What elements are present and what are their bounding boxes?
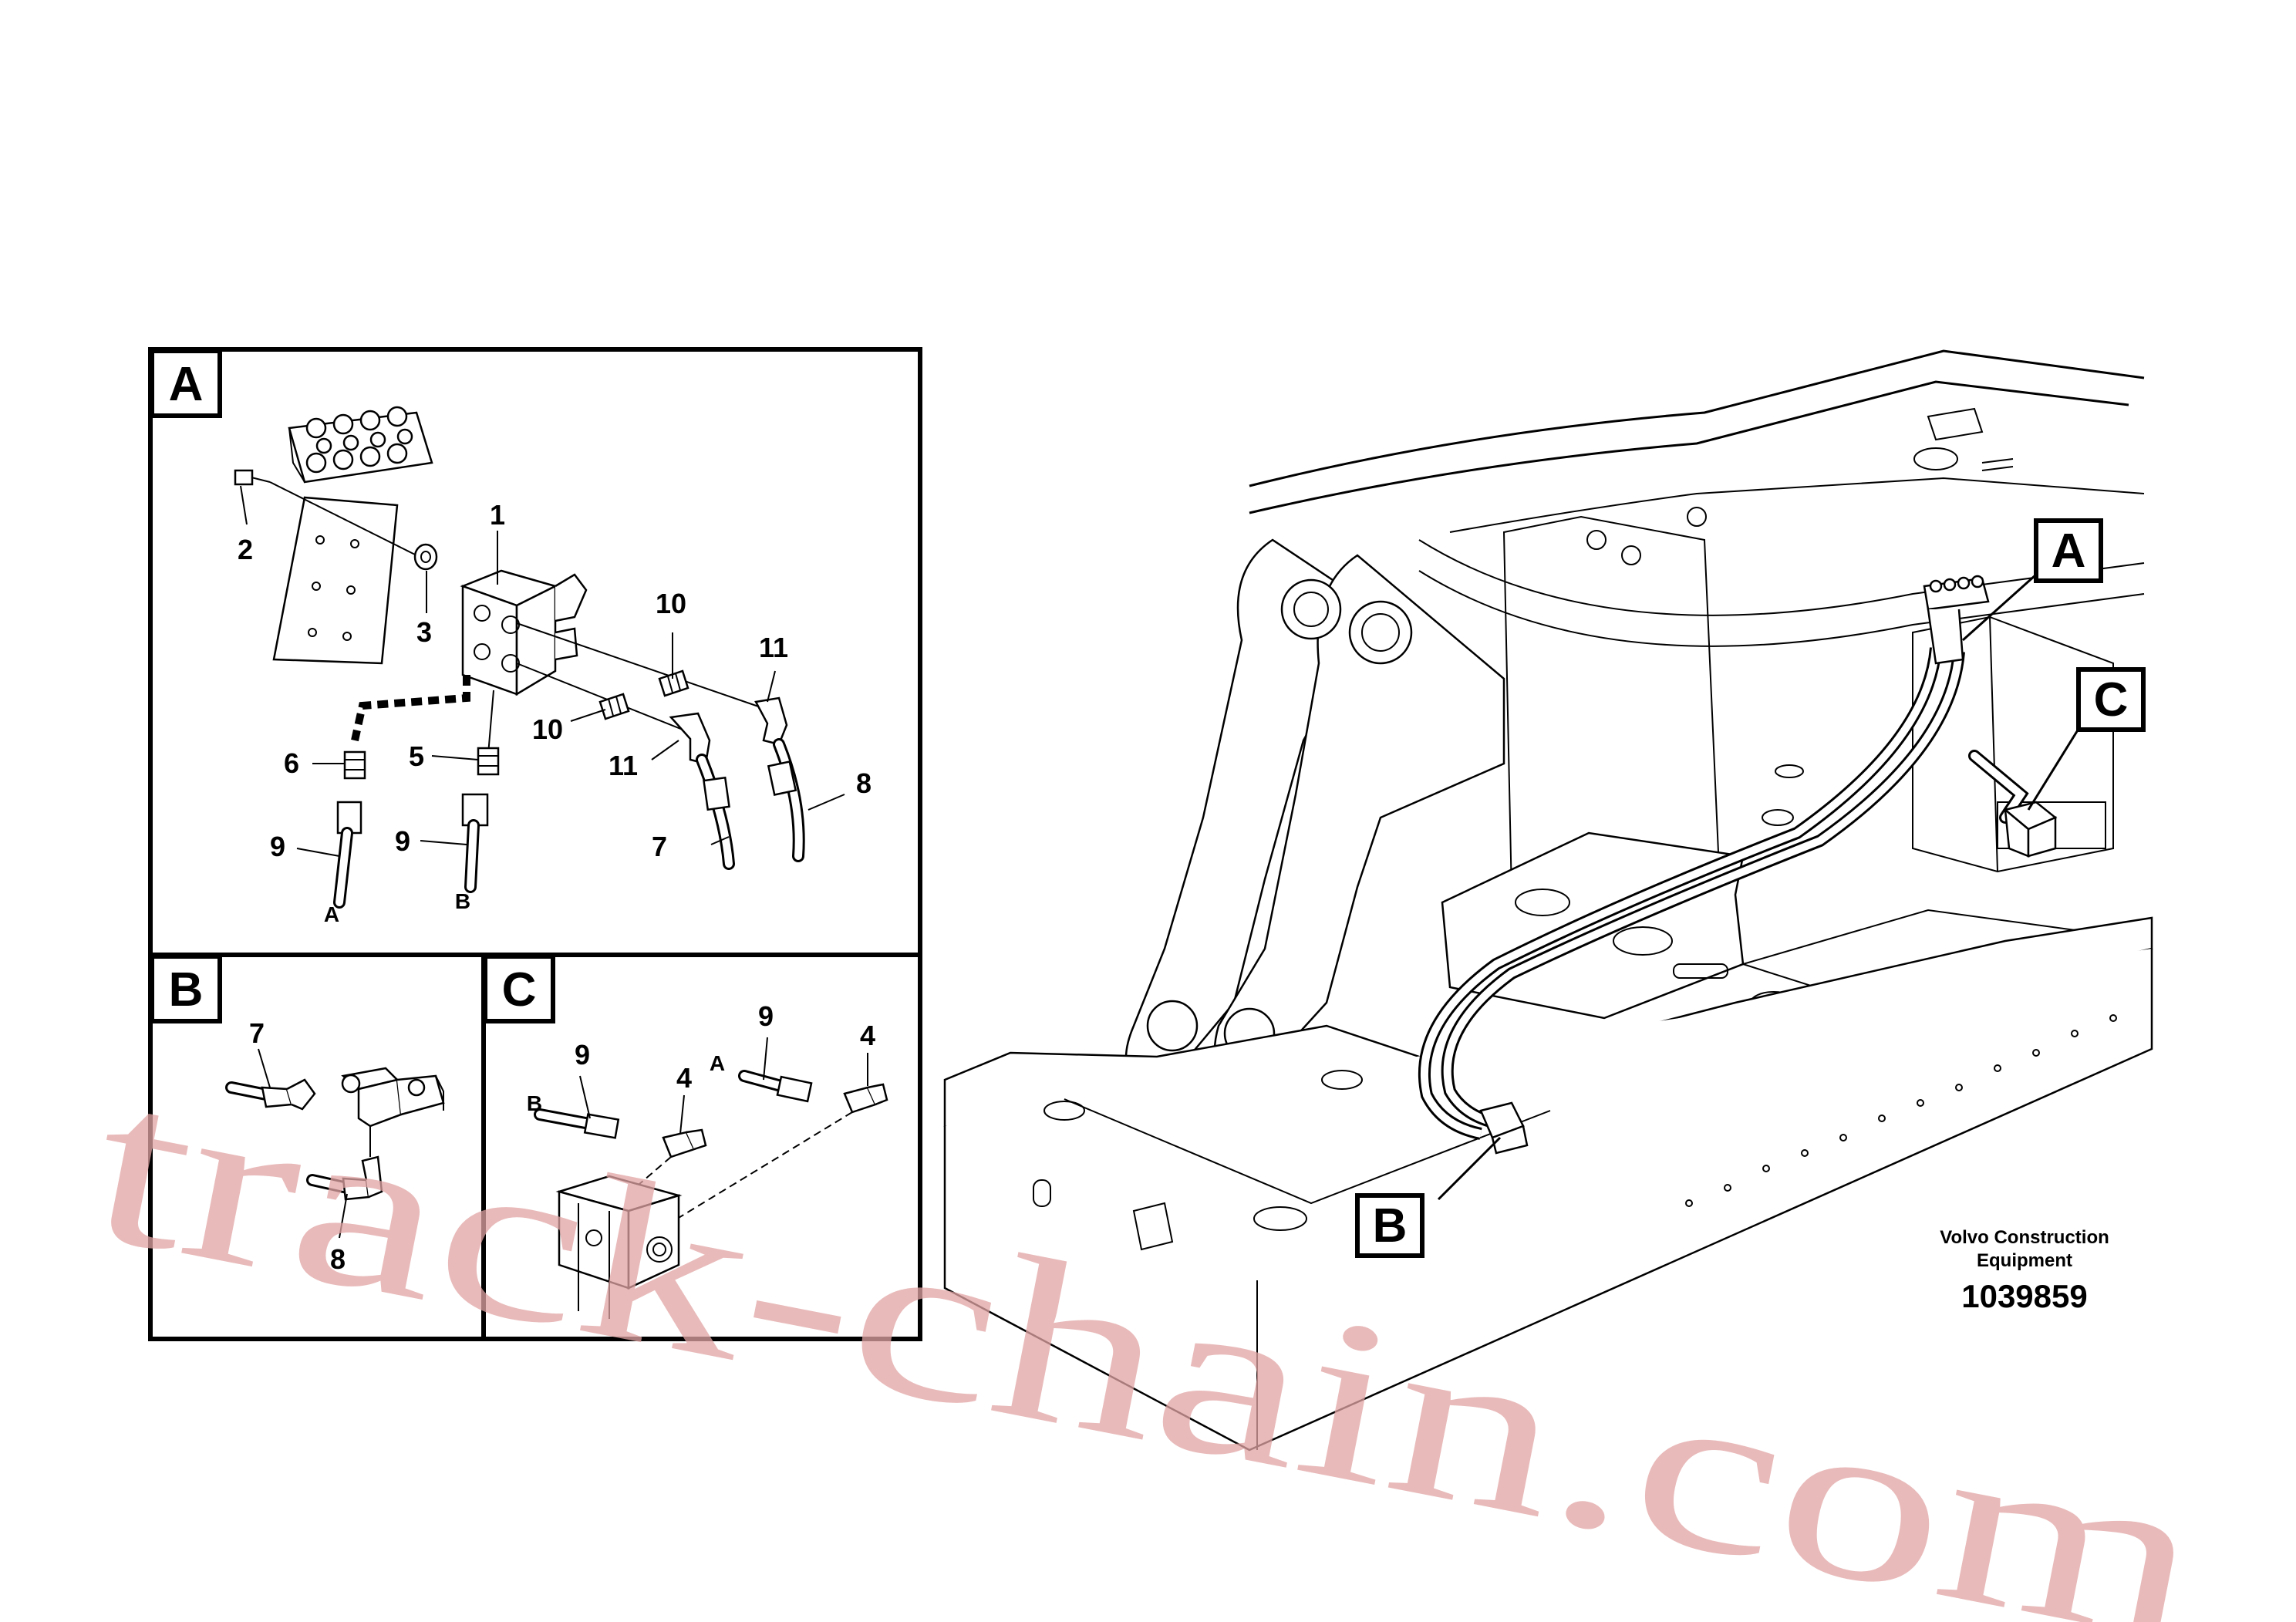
- main-connector-b: [1479, 1101, 1529, 1155]
- callout-6: 6: [284, 747, 299, 779]
- valve-assembly: [341, 1067, 445, 1128]
- callout-3: 3: [416, 616, 432, 648]
- callout-10-upper: 10: [656, 588, 686, 619]
- callout-2: 2: [238, 534, 253, 565]
- callout-1: 1: [490, 499, 505, 531]
- hidden-line: [351, 675, 470, 742]
- detail-b-tag: [150, 954, 222, 1023]
- fitting-axis-line-upper: [516, 622, 768, 710]
- marker-b: B: [1373, 1199, 1408, 1253]
- callout-9-c-left: 9: [575, 1039, 590, 1071]
- callout-7: 7: [652, 831, 667, 862]
- callout-11-upper: 11: [759, 632, 788, 663]
- elbow-fitting-b-lower: [361, 1155, 383, 1199]
- hose-end-a: A: [324, 902, 339, 926]
- detail-c-label: C: [502, 963, 537, 1017]
- adapter-block: [460, 569, 588, 696]
- pilot-valve-block: [288, 406, 433, 484]
- manufacturer-name-line1: Volvo Construction: [1940, 1227, 2109, 1248]
- fitting-axis-line-lower: [516, 663, 687, 732]
- bolt-axis-line: [269, 481, 417, 556]
- elbow-fitting-b-upper: [286, 1078, 316, 1111]
- callout-9-left: 9: [270, 831, 285, 862]
- callout-5: 5: [409, 740, 424, 772]
- fitting-6: [343, 750, 366, 780]
- hose-end-c-b: B: [527, 1091, 542, 1115]
- detail-a: A: [150, 349, 872, 926]
- marker-c: C: [2094, 673, 2129, 727]
- callout-8: 8: [856, 767, 872, 799]
- callout-9-c-right: 9: [758, 1000, 774, 1032]
- main-pilot-valve: [1923, 575, 1990, 665]
- manufacturer-block: Volvo Construction Equipment 1039859: [1940, 1227, 2109, 1314]
- callout-7-b: 7: [249, 1017, 265, 1049]
- marker-b-box: [1355, 1193, 1424, 1258]
- fitting-5: [477, 747, 500, 776]
- mounting-plate: [272, 496, 399, 665]
- detail-a-label: A: [169, 358, 204, 411]
- detail-c: C 9 9 4 4 B: [483, 954, 888, 1319]
- frame-rivets: [1685, 1014, 2117, 1207]
- detail-a-tag: [150, 349, 222, 418]
- callout-4-c-right: 4: [860, 1020, 875, 1051]
- drawing-number: 1039859: [1961, 1278, 2088, 1314]
- marker-a: A: [2052, 524, 2086, 578]
- manufacturer-name-line2: Equipment: [1977, 1250, 2072, 1271]
- marker-a-box: [2034, 518, 2103, 583]
- callout-4-c-left: 4: [676, 1062, 692, 1094]
- main-view-frame: A C B: [943, 349, 2153, 1452]
- washer: [413, 543, 438, 571]
- callout-11-lower: 11: [609, 750, 638, 781]
- lower-main-frame: [943, 916, 2153, 1452]
- detail-b-label: B: [169, 963, 204, 1017]
- detail-b: B 7 8: [150, 954, 445, 1275]
- adapter-fitting-upper: [658, 669, 689, 697]
- elbow-fitting-upper: [754, 696, 788, 746]
- callout-8-b: 8: [330, 1243, 346, 1275]
- mount-block-c: [555, 1175, 683, 1319]
- marker-c-box: [2076, 667, 2146, 732]
- callout-10-lower: 10: [532, 713, 563, 745]
- detail-c-tag: [483, 954, 555, 1023]
- bolt: [234, 469, 271, 486]
- adapter-fitting-lower: [598, 693, 630, 720]
- hose-end-b: B: [455, 889, 470, 913]
- main-block-c: [2003, 801, 2058, 858]
- hose-end-c-a: A: [710, 1051, 725, 1075]
- callout-9-right: 9: [395, 825, 410, 857]
